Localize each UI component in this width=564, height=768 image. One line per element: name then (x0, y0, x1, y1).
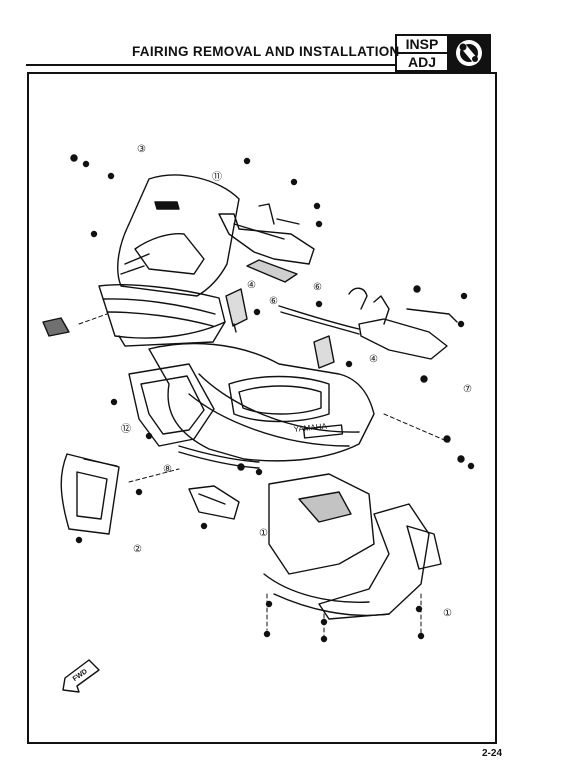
windshield-part (117, 174, 240, 297)
scoop-part (188, 485, 240, 520)
header-rule (26, 64, 396, 66)
wrench-icon (449, 36, 489, 70)
diagram-frame: YAMAHA ③ ⑪ ⑥ ④ ⑥ ④ ⑦ ⑫ ⑧ ① ② ① FWD (27, 72, 497, 744)
callout-1-right: ① (443, 608, 452, 619)
bracket-seven-part (348, 287, 458, 360)
callout-3: ③ (137, 144, 146, 155)
lower-fairing-part (263, 473, 390, 617)
mirror-right-part (225, 288, 248, 333)
callout-12: ⑫ (121, 423, 131, 435)
callout-2: ② (133, 544, 142, 555)
lower-fairing-right-part (318, 503, 442, 620)
callout-8: ⑧ (163, 464, 172, 475)
page-title: FAIRING REMOVAL AND INSTALLATION (132, 44, 400, 59)
callout-7: ⑦ (463, 384, 472, 395)
badge-text: INSP ADJ (397, 36, 449, 70)
upper-cowl-part (98, 284, 226, 347)
stay-bracket-part (218, 203, 315, 265)
brand-label: YAMAHA (293, 421, 328, 433)
brace-upper-part (246, 259, 298, 283)
strip-part (178, 445, 260, 469)
callout-11: ⑪ (212, 171, 222, 183)
callout-6-upper: ⑥ (313, 282, 322, 293)
fasteners (70, 154, 475, 643)
page-number: 2-24 (482, 748, 503, 759)
callout-6-lower: ⑥ (269, 296, 278, 307)
emblem-part (42, 317, 70, 337)
callout-4-lower: ④ (369, 354, 378, 365)
mirror-left-part (313, 335, 335, 369)
forward-arrow-icon: FWD (62, 659, 100, 693)
section-badge: INSP ADJ (395, 34, 491, 72)
inner-panel-part (128, 363, 215, 447)
side-cover-part (60, 453, 120, 535)
callout-4-upper: ④ (247, 280, 256, 291)
side-fairing-part (148, 342, 375, 462)
badge-insp-label: INSP (397, 36, 447, 54)
callouts: ③ ⑪ ⑥ ④ ⑥ ④ ⑦ ⑫ ⑧ ① ② ① (121, 144, 472, 619)
callout-1-left: ① (259, 528, 268, 539)
exploded-fairing-diagram: YAMAHA ③ ⑪ ⑥ ④ ⑥ ④ ⑦ ⑫ ⑧ ① ② ① FWD (42, 144, 475, 693)
badge-adj-label: ADJ (407, 54, 436, 70)
rod-part (278, 305, 360, 335)
leader-lines (78, 313, 450, 640)
